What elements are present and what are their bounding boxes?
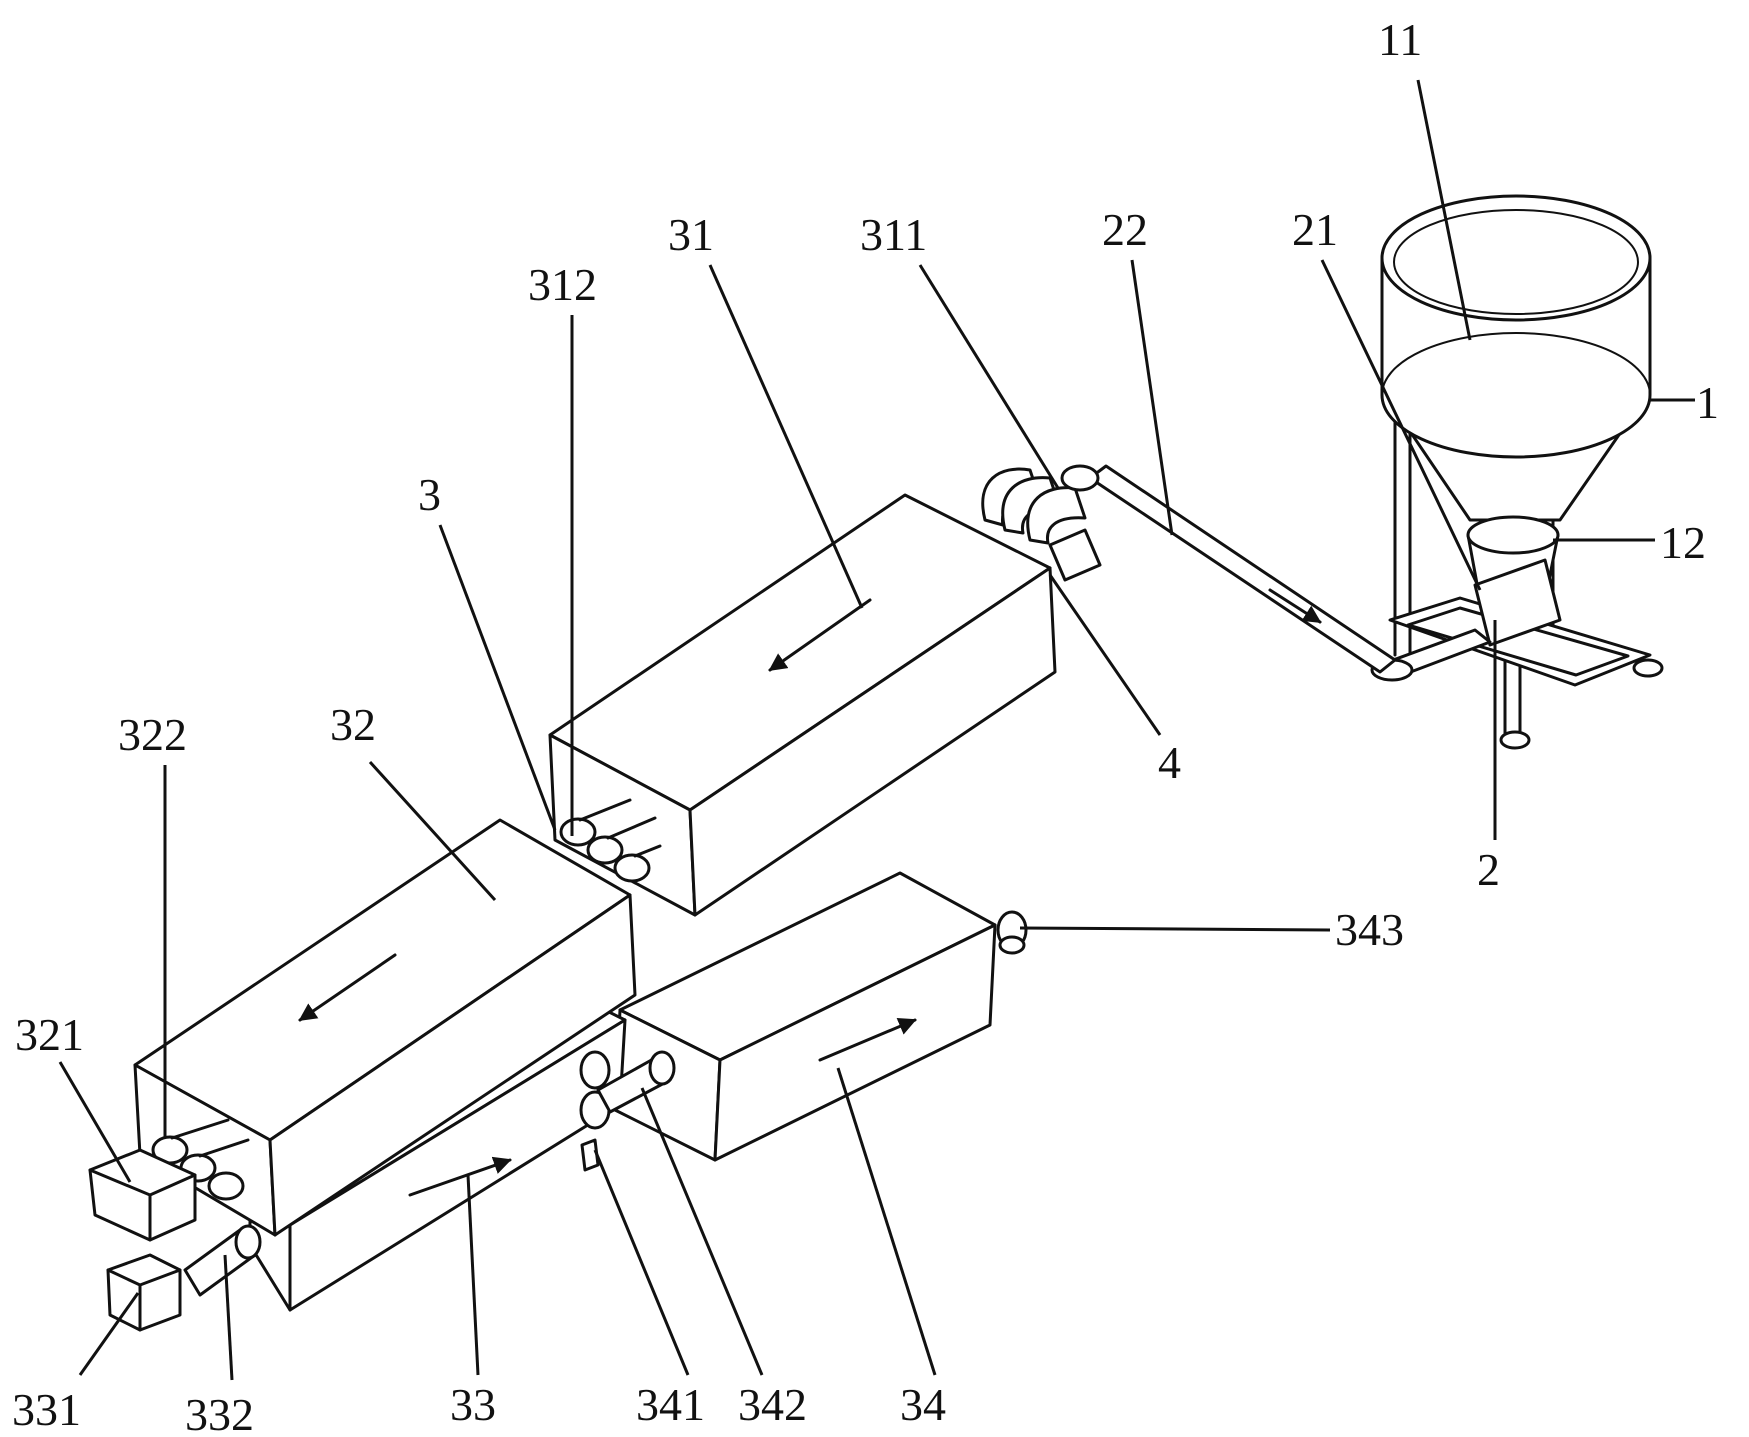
label-32: 32 — [330, 699, 376, 750]
motor-4 — [1048, 528, 1102, 582]
label-33: 33 — [450, 1379, 496, 1430]
label-342: 342 — [738, 1379, 807, 1430]
motor-321 — [88, 1148, 197, 1242]
label-22: 22 — [1102, 204, 1148, 255]
leader-lines — [58, 79, 1695, 1381]
box-31 — [548, 493, 1057, 917]
label-4: 4 — [1158, 737, 1181, 788]
label-3: 3 — [418, 469, 441, 520]
label-343: 343 — [1335, 904, 1404, 955]
label-332: 332 — [185, 1389, 254, 1437]
label-341: 341 — [636, 1379, 705, 1430]
label-321: 321 — [15, 1009, 84, 1060]
label-1: 1 — [1696, 377, 1719, 428]
label-311: 311 — [860, 209, 927, 260]
label-34: 34 — [900, 1379, 946, 1430]
label-12: 12 — [1660, 517, 1706, 568]
box-32 — [88, 818, 637, 1242]
label-11: 11 — [1378, 14, 1422, 65]
label-312: 312 — [528, 259, 597, 310]
rollers-322 — [151, 1118, 250, 1201]
rollers-312 — [559, 798, 662, 883]
rollers-341-342 — [579, 1050, 676, 1172]
label-331: 331 — [12, 1384, 81, 1435]
label-31: 31 — [668, 209, 714, 260]
box-34 — [613, 871, 1028, 1162]
part-labels: 11 1 12 21 22 2 311 4 31 312 3 32 322 32… — [12, 14, 1719, 1437]
label-21: 21 — [1292, 204, 1338, 255]
tank-unit — [1370, 194, 1664, 750]
label-2: 2 — [1477, 844, 1500, 895]
pipe-22 — [1088, 464, 1397, 674]
label-322: 322 — [118, 709, 187, 760]
lower-drive — [106, 1224, 262, 1332]
inlet-fitting — [981, 464, 1102, 582]
